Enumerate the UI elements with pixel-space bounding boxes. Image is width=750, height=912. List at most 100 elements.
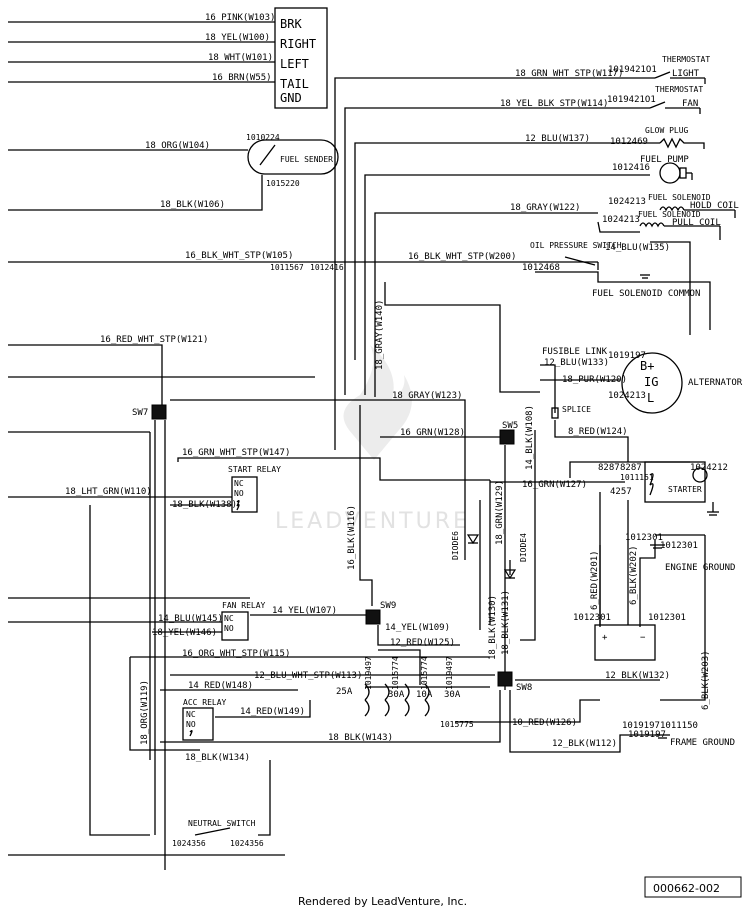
part-8287-b: 8287 [620,463,642,473]
start-relay-nc: NC [234,479,244,488]
wire-w116: 16_BLK(W116) [347,505,357,570]
frame-ground: FRAME GROUND 1019197 1011150 1019197 [622,721,735,748]
diode4-label: DIODE4 [519,533,528,562]
fan-relay-nc: NC [224,614,234,623]
wire-w127: 16_GRN(W127) [522,480,587,490]
starter: STARTER 1024212 8287 8287 1011151 4257 [598,461,728,516]
glow-plug: GLOW PLUG 1012469 [610,126,705,149]
wire-w132: 12_BLK(W132) [605,671,670,681]
part-1019197-b: 1019197 [622,721,660,731]
wire-w112: 12_BLK(W112) [552,739,617,749]
fuse-block: 25A 30A 10A 30A 1019497 1015774 1015774 … [336,656,474,729]
start-relay-no: NO [234,489,244,498]
oil-pressure-label: OIL PRESSURE SWITCH [530,241,622,250]
engine-ground: 1012301 1012301 ENGINE GROUND [625,533,735,573]
part-1012301-b: 1012301 [648,613,686,623]
switch-sw9: SW9 [365,601,396,625]
wire-w135: 14_BLU(W135) [605,243,670,253]
thermostat-label-1: THERMOSTAT [662,55,710,64]
neutral-switch: NEUTRAL SWITCH 1024356 1024356 [172,819,264,848]
wire-w120: 18_PUR(W120) [562,375,627,385]
acc-relay-no: NO [186,720,196,729]
starter-label: STARTER [668,485,702,494]
part-1012301-c: 1012301 [625,533,663,543]
wire-w106: 18_BLK(W106) [160,200,225,210]
wire-w148: 14_RED(W148) [188,681,253,691]
fuse-30a-1: 30A [388,690,405,700]
fuel-sender: FUEL SENDER 1010224 1015220 [246,133,339,188]
part-4257: 4257 [610,487,632,497]
part-1015774-b: 1015774 [420,656,429,690]
wire-w117: 18_GRN_WHT_STP(W117) [515,69,623,79]
part-1024213-b: 1024213 [602,215,640,225]
wire-w113: 12_BLU_WHT_STP(W113) [254,671,362,681]
alternator: B+ IG L ALTERNATOR 1019197 1024213 FUSIB… [542,347,743,419]
fuel-sender-label: FUEL SENDER [280,155,333,164]
alternator-ig: IG [644,375,658,389]
footer: Rendered by LeadVenture, Inc. 000662-002 [298,876,742,908]
fuse-25a: 25A [336,687,353,697]
fan-relay: FAN RELAY NC NO [221,601,266,641]
wire-w133: 12_BLU(W133) [544,358,609,368]
glow-plug-label: GLOW PLUG [645,126,689,135]
part-1012468: 1012468 [522,263,560,273]
frame-ground-label: FRAME GROUND [670,738,735,748]
part-1011151: 1011151 [620,473,654,482]
acc-relay-nc: NC [186,710,196,719]
alternator-l: L [647,391,654,405]
wire-w122: 18_GRAY(W122) [510,203,580,213]
part-1012469: 1012469 [610,137,648,147]
wire-w100: 18_YEL(W100) [205,33,270,43]
wire-w138: 18_BLK(W138) [172,500,237,510]
acc-relay-label: ACC RELAY [183,698,227,707]
neutral-switch-label: NEUTRAL SWITCH [188,819,256,828]
wire-w130: 18_BLK(W130) [488,595,498,660]
light-tail: TAIL [280,77,309,91]
wire-w126: 10_RED(W126) [512,718,577,728]
wire-w104: 18_ORG(W104) [145,141,210,151]
wire-w115: 16_ORG_WHT_STP(W115) [182,649,290,659]
fuse-30a-2: 30A [444,690,461,700]
wire-w145: 14_BLU(W145) [158,614,223,624]
hold-coil-label: HOLD COIL [690,201,739,211]
wire-w55: 16_BRN(W55) [212,73,272,83]
document-id: 000662-002 [653,882,720,895]
part-1019197-c: 1019197 [628,730,666,740]
alternator-bplus: B+ [640,359,654,373]
wire-w137: 12_BLU(W137) [525,134,590,144]
part-1011150: 1011150 [660,721,698,731]
svg-text:+: + [602,633,608,643]
wire-w203: 6_BLK(W203) [701,650,711,710]
part-8287-a: 8287 [598,463,620,473]
wire-w103: 16_PINK(W103) [205,13,275,23]
part-1012301-a: 1012301 [573,613,611,623]
light-left: LEFT [280,57,309,71]
wire-w146: 18_YEL(W146) [152,628,217,638]
watermark: LEADVENTURE [275,345,467,534]
fuel-solenoid-label-2: FUEL SOLENOID [638,210,701,219]
light-connector: BRK RIGHT LEFT TAIL GND [274,7,328,109]
part-1024213-a: 1024213 [608,197,646,207]
wire-w202: 6_BLK(W202) [629,545,639,605]
wire-w110: 18_LHT_GRN(W110) [65,487,152,497]
part-1012416-a: 1012416 [612,163,650,173]
part-1015220: 1015220 [266,179,300,188]
wire-w101: 18_WHT(W101) [208,53,273,63]
wire-w131: 18_BLK(W131) [501,590,511,655]
wire-w149: 14_RED(W149) [240,707,305,717]
wire-w119: 18_ORG(W119) [140,680,150,745]
wire-w109: 14_YEL(W109) [385,623,450,633]
fuel-solenoid: FUEL SOLENOID HOLD COIL 1024213 FUEL SOL… [602,193,739,240]
wire-w124: 8_RED(W124) [568,427,628,437]
engine-ground-label: ENGINE GROUND [665,563,735,573]
rendered-by: Rendered by LeadVenture, Inc. [298,895,467,908]
alternator-label: ALTERNATOR [688,378,743,388]
diodes: DIODE6 DIODE4 [451,531,528,580]
switch-sw5: SW5 [499,421,518,445]
part-1012301-d: 1012301 [660,541,698,551]
wire-w143: 18_BLK(W143) [328,733,393,743]
light-right: RIGHT [280,37,316,51]
light-output: LIGHT [672,69,700,79]
thermostat-label-2: THERMOSTAT [655,85,703,94]
